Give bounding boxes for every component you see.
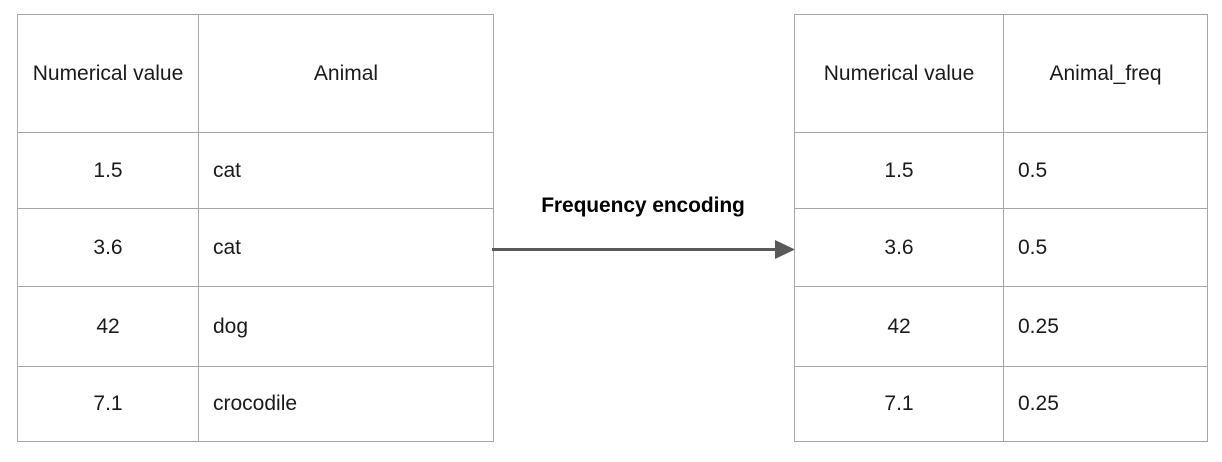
source-table: Numerical value Animal 1.5 cat 3.6 cat 4… — [17, 14, 494, 442]
table-row: 42 0.25 — [794, 286, 1208, 367]
cell-animal: cat — [198, 208, 494, 287]
cell-numerical-value: 3.6 — [794, 208, 1004, 287]
cell-numerical-value: 7.1 — [794, 366, 1004, 442]
column-header-numerical-value: Numerical value — [17, 14, 199, 133]
table-row: 3.6 0.5 — [794, 208, 1208, 287]
table-header-row: Numerical value Animal_freq — [794, 14, 1208, 133]
right-arrow-icon — [492, 240, 795, 259]
column-header-animal-freq: Animal_freq — [1003, 14, 1208, 133]
column-header-numerical-value: Numerical value — [794, 14, 1004, 133]
cell-animal-freq: 0.5 — [1003, 208, 1208, 287]
table-row: 42 dog — [17, 286, 494, 367]
encoded-table: Numerical value Animal_freq 1.5 0.5 3.6 … — [794, 14, 1208, 442]
cell-animal-freq: 0.25 — [1003, 366, 1208, 442]
table-row: 3.6 cat — [17, 208, 494, 287]
table-row: 7.1 0.25 — [794, 366, 1208, 442]
cell-numerical-value: 3.6 — [17, 208, 199, 287]
cell-animal: cat — [198, 132, 494, 209]
table-row: 1.5 0.5 — [794, 132, 1208, 209]
cell-numerical-value: 1.5 — [17, 132, 199, 209]
table-header-row: Numerical value Animal — [17, 14, 494, 133]
cell-numerical-value: 1.5 — [794, 132, 1004, 209]
cell-animal-freq: 0.25 — [1003, 286, 1208, 367]
cell-animal-freq: 0.5 — [1003, 132, 1208, 209]
transform-label: Frequency encoding — [541, 194, 745, 217]
table-row: 1.5 cat — [17, 132, 494, 209]
cell-animal: crocodile — [198, 366, 494, 442]
cell-numerical-value: 42 — [794, 286, 1004, 367]
cell-animal: dog — [198, 286, 494, 367]
column-header-animal: Animal — [198, 14, 494, 133]
cell-numerical-value: 7.1 — [17, 366, 199, 442]
table-row: 7.1 crocodile — [17, 366, 494, 442]
cell-numerical-value: 42 — [17, 286, 199, 367]
